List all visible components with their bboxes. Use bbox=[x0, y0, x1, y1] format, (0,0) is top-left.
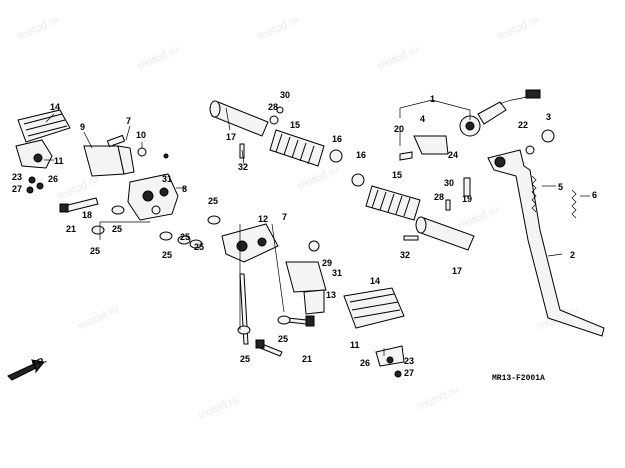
watermark-text: motod.ru bbox=[296, 163, 340, 192]
shaft-lower bbox=[415, 216, 475, 251]
watermark-text: motod.ru bbox=[416, 383, 460, 412]
stand-springs bbox=[531, 175, 577, 219]
direction-label: FR. bbox=[31, 355, 48, 370]
small-parts-right bbox=[445, 129, 555, 211]
callout-13: 13 bbox=[326, 290, 336, 300]
callout-11a: 11 bbox=[54, 156, 64, 166]
watermark-text: motod.ru bbox=[136, 43, 180, 72]
watermark-text: motod.ru bbox=[16, 13, 60, 42]
watermark-text: motod.ru bbox=[496, 13, 540, 42]
bolt-left bbox=[59, 197, 99, 213]
callout-25d: 25 bbox=[180, 232, 190, 242]
front-direction-arrow: FR. bbox=[7, 355, 48, 381]
callout-16b: 16 bbox=[356, 150, 366, 160]
footpeg-bracket-left bbox=[15, 139, 53, 169]
callout-18: 18 bbox=[82, 210, 92, 220]
callout-28b: 28 bbox=[434, 192, 444, 202]
callout-32a: 32 bbox=[238, 162, 248, 172]
callout-8: 8 bbox=[182, 184, 187, 194]
callout-26b: 26 bbox=[360, 358, 370, 368]
footpeg-bracket-center bbox=[375, 345, 405, 367]
callout-6: 6 bbox=[592, 190, 597, 200]
callout-3: 3 bbox=[546, 112, 551, 122]
callout-25g: 25 bbox=[240, 354, 250, 364]
rubber-lower bbox=[365, 185, 421, 221]
watermark-layer: motod.ru motod.ru motod.ru motod.ru moto… bbox=[16, 13, 580, 422]
callout-20: 20 bbox=[394, 124, 404, 134]
switch-bracket bbox=[413, 135, 449, 155]
callout-16a: 16 bbox=[332, 134, 342, 144]
callout-15b: 15 bbox=[392, 170, 402, 180]
callout-22: 22 bbox=[518, 120, 528, 130]
footpeg-holder-center bbox=[221, 223, 279, 263]
callout-21a: 21 bbox=[66, 224, 76, 234]
callout-27a: 27 bbox=[12, 184, 22, 194]
callout-12: 12 bbox=[258, 214, 268, 224]
watermark-text: motod.ru bbox=[196, 393, 240, 422]
callout-11b: 11 bbox=[350, 340, 360, 350]
callout-25c: 25 bbox=[162, 250, 172, 260]
diagram-code: MR13-F2001A bbox=[492, 374, 545, 383]
pin-left bbox=[106, 134, 126, 148]
callout-30b: 30 bbox=[444, 178, 454, 188]
callout-25f: 25 bbox=[208, 196, 218, 206]
callout-25a: 25 bbox=[112, 224, 122, 234]
callout-25b: 25 bbox=[90, 246, 100, 256]
callout-19: 19 bbox=[462, 194, 472, 204]
callout-21b: 21 bbox=[302, 354, 312, 364]
switch-bolt bbox=[399, 151, 413, 161]
watermark-text: motod.ru bbox=[456, 203, 500, 232]
callout-27b: 27 bbox=[404, 368, 414, 378]
callout-7a: 7 bbox=[126, 116, 131, 126]
callout-30a: 30 bbox=[280, 90, 290, 100]
callout-25h: 25 bbox=[278, 334, 288, 344]
footpeg-rubber-left bbox=[17, 109, 71, 143]
callout-23a: 23 bbox=[12, 172, 22, 182]
callout-7b: 7 bbox=[282, 212, 287, 222]
callout-32b: 32 bbox=[400, 250, 410, 260]
callout-29: 29 bbox=[322, 258, 332, 268]
washers-left bbox=[26, 147, 221, 249]
footpeg-holder-left bbox=[127, 173, 179, 221]
callout-2: 2 bbox=[570, 250, 575, 260]
callout-17b: 17 bbox=[452, 266, 462, 276]
rubber-upper bbox=[269, 129, 325, 167]
callout-labels: 1 2 3 4 5 6 7 7 8 9 10 11 11 12 13 14 14… bbox=[12, 90, 597, 378]
callout-25e: 25 bbox=[194, 242, 204, 252]
callout-5: 5 bbox=[558, 182, 563, 192]
sidestand-switch bbox=[459, 89, 541, 137]
leader-lines bbox=[44, 99, 590, 356]
watermark-text: motod.ru bbox=[76, 303, 120, 332]
callout-31b: 31 bbox=[332, 268, 342, 278]
callout-31a: 31 bbox=[162, 174, 172, 184]
footpeg-left bbox=[83, 145, 135, 177]
callout-24: 24 bbox=[448, 150, 458, 160]
callout-26a: 26 bbox=[48, 174, 58, 184]
watermark-text: motod.ru bbox=[376, 43, 420, 72]
callout-14a: 14 bbox=[50, 102, 60, 112]
sidestand bbox=[487, 149, 605, 337]
bolts-center bbox=[237, 240, 402, 378]
shaft-upper bbox=[209, 100, 269, 137]
callout-28a: 28 bbox=[268, 102, 278, 112]
callout-1: 1 bbox=[430, 94, 435, 104]
callout-4: 4 bbox=[420, 114, 425, 124]
callout-14b: 14 bbox=[370, 276, 380, 286]
footpeg-center bbox=[285, 261, 327, 315]
footpeg-rubber-center bbox=[343, 287, 405, 329]
callout-17a: 17 bbox=[226, 132, 236, 142]
callout-15a: 15 bbox=[290, 120, 300, 130]
callout-9: 9 bbox=[80, 122, 85, 132]
watermark-text: motod.ru bbox=[256, 13, 300, 42]
callout-10: 10 bbox=[136, 130, 146, 140]
callout-23b: 23 bbox=[404, 356, 414, 366]
